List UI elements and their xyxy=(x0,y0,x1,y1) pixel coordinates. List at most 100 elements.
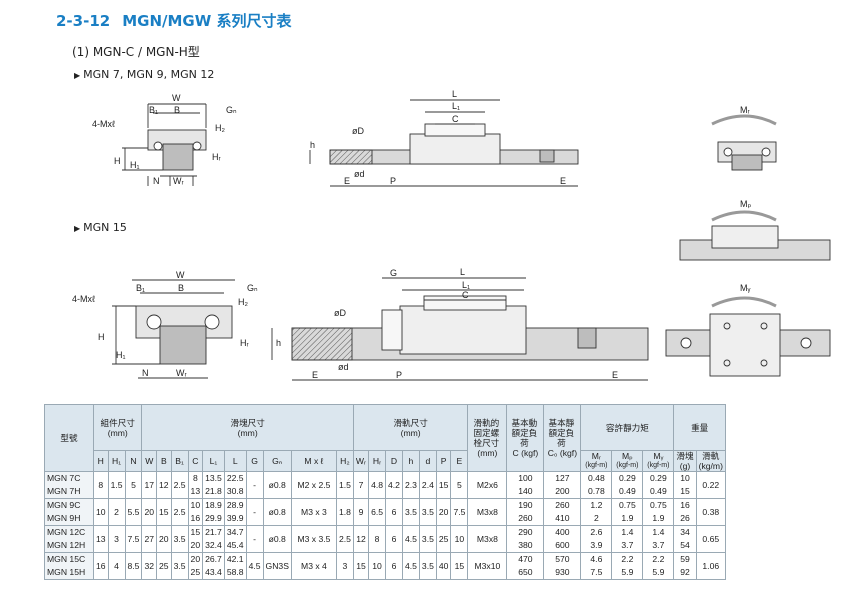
col-h: h xyxy=(401,450,420,472)
col-MR: Mᵣ(kgf-m) xyxy=(580,450,613,472)
cell-d: 3.5 xyxy=(418,552,437,580)
cell-Mxl: M3 x 3 xyxy=(290,498,337,526)
label-mounting: 4-Mxℓ xyxy=(92,119,116,129)
col-H2: H₂ xyxy=(335,450,354,472)
cell-W: 17 xyxy=(141,471,158,499)
cell-B1: 3.5 xyxy=(170,552,189,580)
label-B: B xyxy=(174,105,180,115)
label-B-2: B xyxy=(178,283,184,293)
cell-Gn: GN3S xyxy=(262,552,292,580)
cell-E: 15 xyxy=(450,552,469,580)
header-rail: 滑軌尺寸(mm) xyxy=(352,404,469,451)
cell-Mxl: M3 x 3.5 xyxy=(290,525,337,553)
label-H2-2: H₂ xyxy=(238,297,248,307)
front-view-small xyxy=(122,103,207,186)
label-HR: Hᵣ xyxy=(212,152,221,162)
label-B1-2: B₁ xyxy=(136,283,145,293)
label-HR-2: Hᵣ xyxy=(240,338,249,348)
label-H-2: H xyxy=(98,332,105,342)
cell-E: 10 xyxy=(450,525,469,553)
cell-wt-rail: 1.06 xyxy=(695,552,726,580)
cell-WR: 15 xyxy=(352,552,370,580)
label-L: L xyxy=(452,89,457,99)
cell-HR: 8 xyxy=(368,525,387,553)
moment-mr-view xyxy=(711,114,777,171)
header-block: 滑塊尺寸(mm) xyxy=(141,404,354,451)
label-G: G xyxy=(390,268,397,278)
cell-P: 25 xyxy=(435,525,452,553)
label-d-2: ød xyxy=(338,362,349,372)
col-L1: L₁ xyxy=(202,450,225,472)
cell-Mxl: M3 x 4 xyxy=(290,552,337,580)
header-moment: 容許靜力矩 xyxy=(580,404,675,451)
label-MR: Mᵣ xyxy=(740,105,750,115)
label-MY: Mᵧ xyxy=(740,283,750,293)
col-Gn: Gₙ xyxy=(262,450,292,472)
label-E-2: E xyxy=(312,370,318,380)
cell-bolt: M3x10 xyxy=(467,552,508,580)
label-L-2: L xyxy=(460,267,465,277)
dimension-drawings: W B B₁ Gₙ H₂ 4-Mxℓ H H₁ N Wᵣ Hᵣ L L₁ C ø… xyxy=(72,89,831,381)
cell-WR: 7 xyxy=(352,471,370,499)
label-W-2: W xyxy=(176,270,185,280)
label-H1: H₁ xyxy=(130,160,140,170)
cell-WR: 9 xyxy=(352,498,370,526)
cell-W: 27 xyxy=(141,525,158,553)
cell-H: 8 xyxy=(93,471,109,499)
cell-H: 16 xyxy=(93,552,109,580)
col-W: W xyxy=(141,450,158,472)
label-H: H xyxy=(114,156,121,166)
col-B: B xyxy=(156,450,172,472)
cell-h: 4.5 xyxy=(401,525,420,553)
col-E: E xyxy=(450,450,469,472)
cell-G: - xyxy=(245,525,264,553)
cell-wt-rail: 0.65 xyxy=(695,525,726,553)
label-L1-2: L₁ xyxy=(462,280,470,290)
cell-G: 4.5 xyxy=(245,552,264,580)
cell-G: - xyxy=(245,498,264,526)
label-D: øD xyxy=(352,126,364,136)
cell-H2: 2.5 xyxy=(335,525,354,553)
triangle-bullet-icon: ▶ xyxy=(74,224,81,233)
cell-d: 3.5 xyxy=(418,525,437,553)
cell-H2: 1.5 xyxy=(335,471,354,499)
col-Mxl: M x ℓ xyxy=(290,450,337,472)
cell-B: 20 xyxy=(156,525,172,553)
spec-table: 型號 組件尺寸(mm) 滑塊尺寸(mm) 滑軌尺寸(mm) 滑軌的固定螺栓尺寸(… xyxy=(44,404,726,580)
group1-heading: ▶MGN 7, MGN 9, MGN 12 xyxy=(74,68,214,81)
cell-N: 5 xyxy=(124,471,143,499)
cell-wt-rail: 0.22 xyxy=(695,471,726,499)
cell-H1: 2 xyxy=(107,498,126,526)
col-MP: Mₚ(kgf-m) xyxy=(611,450,644,472)
cell-Mxl: M2 x 2.5 xyxy=(290,471,337,499)
cell-H1: 4 xyxy=(107,552,126,580)
label-d: ød xyxy=(354,169,365,179)
label-Gn-2: Gₙ xyxy=(247,283,258,293)
triangle-bullet-icon: ▶ xyxy=(74,71,81,80)
header-weight: 重量 xyxy=(673,404,726,451)
section-title: MGN/MGW 系列尺寸表 xyxy=(122,12,292,30)
cell-B1: 2.5 xyxy=(170,471,189,499)
label-mounting-2: 4-Mxℓ xyxy=(72,294,96,304)
cell-H: 13 xyxy=(93,525,109,553)
cell-E: 5 xyxy=(450,471,469,499)
cell-H: 10 xyxy=(93,498,109,526)
